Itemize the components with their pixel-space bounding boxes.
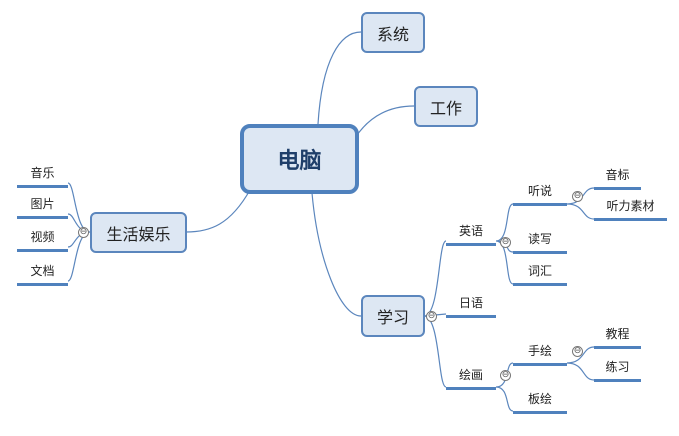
collapse-life-icon[interactable]: ⊖ bbox=[78, 227, 89, 238]
node-phonetics[interactable]: 音标 bbox=[594, 166, 641, 190]
node-music[interactable]: 音乐 bbox=[17, 164, 68, 188]
node-life[interactable]: 生活娱乐 bbox=[90, 212, 187, 253]
node-system[interactable]: 系统 bbox=[361, 12, 425, 53]
node-english[interactable]: 英语 bbox=[446, 222, 496, 246]
node-tutorial[interactable]: 教程 bbox=[594, 325, 641, 349]
collapse-listening-icon[interactable]: ⊖ bbox=[572, 191, 583, 202]
node-listening[interactable]: 听说 bbox=[513, 182, 567, 206]
collapse-study-icon[interactable]: ⊖ bbox=[426, 311, 437, 322]
collapse-hand-drawing-icon[interactable]: ⊖ bbox=[572, 346, 583, 357]
root-node[interactable]: 电脑 bbox=[240, 124, 359, 194]
node-hand-drawing[interactable]: 手绘 bbox=[513, 342, 567, 366]
node-pictures[interactable]: 图片 bbox=[17, 195, 68, 219]
node-study[interactable]: 学习 bbox=[361, 295, 425, 337]
node-reading[interactable]: 读写 bbox=[513, 230, 567, 254]
collapse-english-icon[interactable]: ⊖ bbox=[500, 237, 511, 248]
node-tablet-drawing[interactable]: 板绘 bbox=[513, 390, 567, 414]
node-practice[interactable]: 练习 bbox=[594, 358, 641, 382]
collapse-drawing-icon[interactable]: ⊖ bbox=[500, 370, 511, 381]
node-work[interactable]: 工作 bbox=[414, 86, 478, 127]
node-docs[interactable]: 文档 bbox=[17, 262, 68, 286]
node-listening-material[interactable]: 听力素材 bbox=[594, 197, 667, 221]
node-video[interactable]: 视频 bbox=[17, 228, 68, 252]
node-drawing[interactable]: 绘画 bbox=[446, 366, 496, 390]
node-vocab[interactable]: 词汇 bbox=[513, 262, 567, 286]
node-japanese[interactable]: 日语 bbox=[446, 294, 496, 318]
